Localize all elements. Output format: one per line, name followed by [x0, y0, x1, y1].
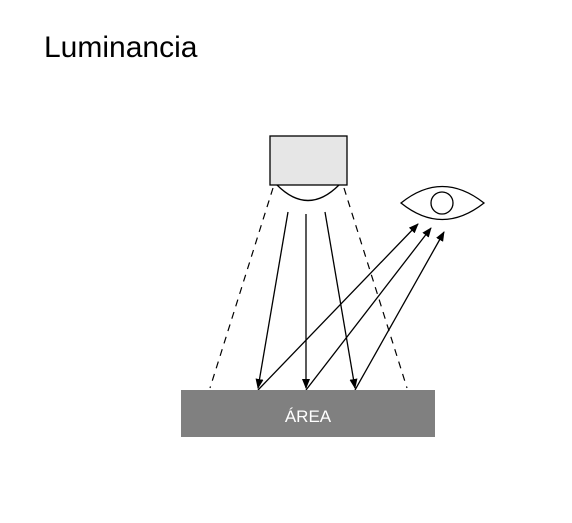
lamp-lens: [276, 184, 340, 201]
surface-block: [181, 390, 435, 437]
lamp-icon: [269, 135, 348, 201]
lamp-housing: [269, 135, 348, 186]
eye-icon: [399, 185, 486, 221]
reflected-ray-left: [257, 223, 419, 391]
reflected-ray-center: [305, 227, 432, 391]
surface: ÁREA: [181, 390, 435, 437]
incident-ray-right: [324, 211, 358, 389]
surface-label: ÁREA: [285, 407, 332, 426]
eye-iris: [430, 191, 454, 215]
light-cone-right-edge: [343, 187, 408, 389]
reflected-ray-right: [354, 231, 445, 391]
incident-ray-left: [255, 211, 289, 389]
light-cone-left-edge: [209, 187, 274, 389]
page-title: Luminancia: [44, 31, 198, 64]
